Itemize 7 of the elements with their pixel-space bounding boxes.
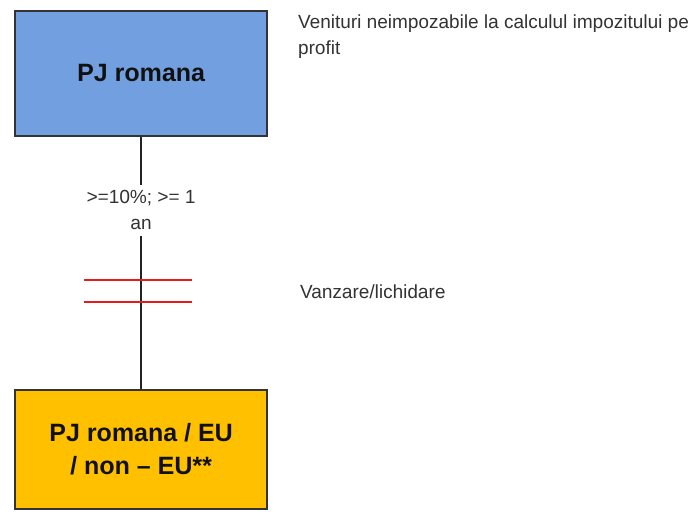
- entity-name: PJ romana: [77, 58, 205, 90]
- entity-box: [14, 10, 268, 137]
- note-text: Venituri neimpozabile la calculul impozitului pe profit: [298, 11, 690, 61]
- edge-label: >=10%; >= 1 an: [86, 185, 196, 236]
- entity-name: PJ romana / EU / non – EU**: [48, 418, 234, 482]
- entity-box: [14, 389, 268, 510]
- note-text: Vanzare/lichidare: [300, 281, 446, 305]
